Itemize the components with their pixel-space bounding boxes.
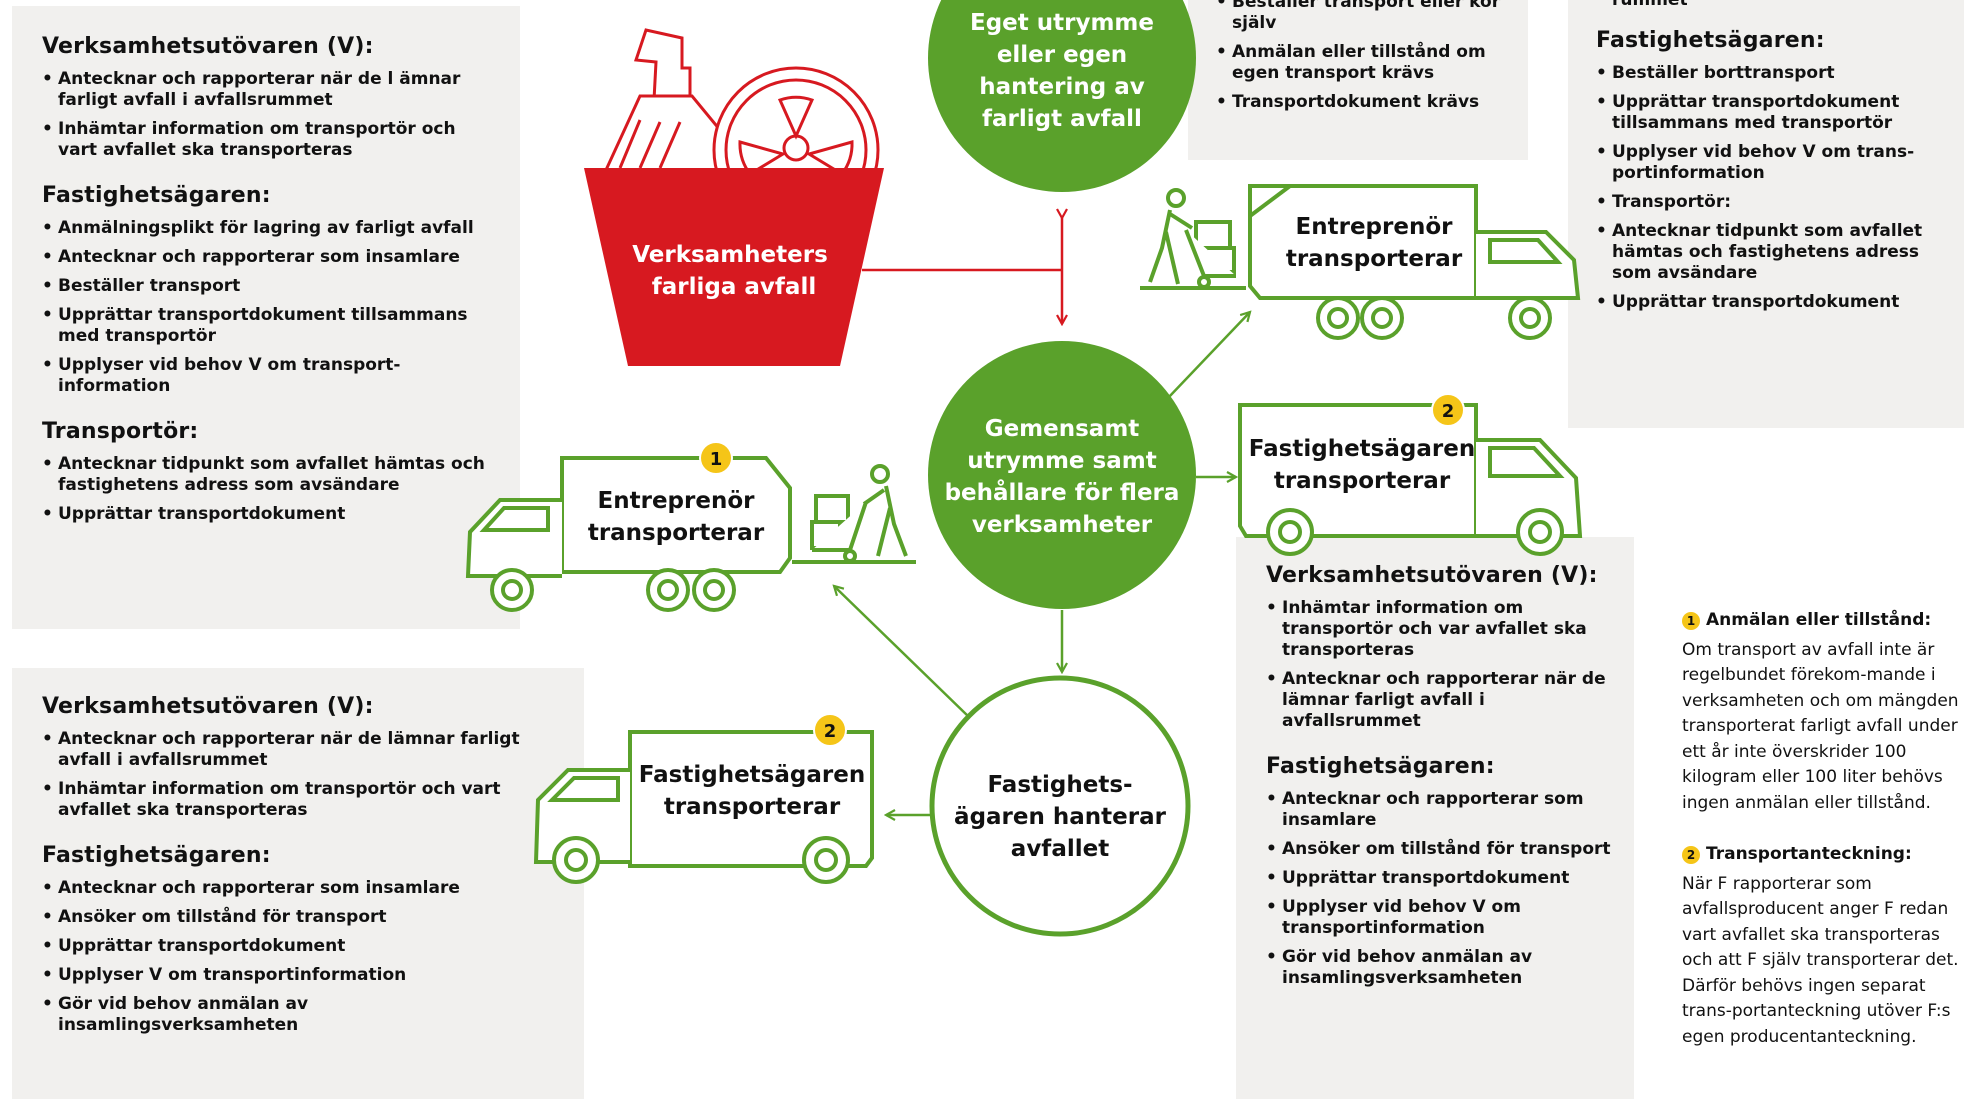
list-item: Upprättar transportdokument (42, 936, 554, 957)
footnotes: 1 Anmälan eller tillstånd: Om transport … (1682, 608, 1964, 1076)
note-2-title-text: Transportanteckning: (1706, 844, 1912, 864)
panel-top-left: Verksamhetsutövaren (V): Antecknar och r… (12, 6, 520, 629)
arrow-to-contractor-top (1167, 312, 1250, 399)
panel-top-mid: Beställer transport eller kör själv Anmä… (1188, 0, 1528, 160)
note-2-title: 2 Transportanteckning: (1682, 842, 1964, 868)
f-list: Beställer borttransport Upprättar transp… (1596, 63, 1944, 313)
note-1-title: 1 Anmälan eller tillstånd: (1682, 608, 1964, 634)
note-1-text: Om transport av avfall inte är regelbund… (1682, 639, 1959, 813)
worker-with-trolley-icon (1148, 188, 1236, 289)
red-bin: Verksamheters farliga avfall (584, 28, 884, 366)
list-item: Inhämtar information om transportör och … (1266, 598, 1616, 661)
list-item: Transportdokument krävs (1216, 92, 1506, 113)
badge-number: 2 (824, 721, 837, 742)
bottle-icon (603, 28, 722, 174)
badge-1-left: 1 (699, 441, 733, 475)
list-item: Ansöker om tillstånd för transport (1266, 839, 1616, 860)
v-list: Antecknar och rapporterar när de l ämnar… (42, 69, 490, 161)
panel-top-right: rummet Fastighetsägaren: Beställer bortt… (1568, 0, 1964, 428)
list-item: Antecknar och rapporterar som insamlare (42, 878, 554, 899)
arrow-to-contractor-left (834, 586, 971, 719)
list-item: Antecknar tidpunkt som avfallet hämtas o… (1596, 221, 1944, 284)
list-item: Anmälan eller tillstånd om egen transpor… (1216, 42, 1506, 84)
list-item: Transportör: (1596, 192, 1944, 213)
own-space-list: Beställer transport eller kör själv Anmä… (1216, 0, 1506, 113)
f-list: Antecknar och rapporterar som insamlare … (1266, 789, 1616, 989)
list-item: Upprättar transportdokument tillsammans … (1596, 92, 1944, 134)
list-item: Upprättar transportdokument tillsammans … (42, 305, 490, 347)
badge-2: 2 (1682, 845, 1700, 864)
list-item: Ansöker om tillstånd för transport (42, 907, 554, 928)
f-title: Fastighetsägaren: (42, 843, 271, 868)
list-item: Beställer transport eller kör själv (1216, 0, 1506, 34)
list-item: Inhämtar information om transportör och … (42, 779, 554, 821)
truck-contractor-top (1140, 184, 1581, 340)
v-list: Antecknar och rapporterar när de lämnar … (42, 729, 554, 821)
list-item: Upprättar transportdokument (1266, 868, 1616, 889)
list-item: Antecknar och rapporterar som insamlare (1266, 789, 1616, 831)
f-list: Anmälningsplikt för lagring av farligt a… (42, 218, 490, 397)
list-item: Anmälningsplikt för lagring av farligt a… (42, 218, 490, 239)
f-title: Fastighetsägaren: (1596, 28, 1825, 53)
v-title: Verksamhetsutövaren (V): (42, 694, 374, 719)
list-item: Beställer borttransport (1596, 63, 1944, 84)
f-title: Fastighetsägaren: (42, 183, 271, 208)
list-item: Antecknar och rapporterar som insamlare (42, 247, 490, 268)
t-title: Transportör: (42, 419, 199, 444)
note-2-text: När F rapporterar som avfallsproducent a… (1682, 873, 1959, 1047)
list-item: Gör vid behov anmälan av insamlingsverks… (1266, 947, 1616, 989)
worker-with-trolley-icon (810, 464, 908, 563)
badge-number: 1 (710, 449, 723, 470)
list-item: Upplyser vid behov V om transportinforma… (1266, 897, 1616, 939)
v-title: Verksamhetsutövaren (V): (42, 34, 374, 59)
list-item: Upplyser vid behov V om transport-inform… (42, 355, 490, 397)
panel-bottom-left: Verksamhetsutövaren (V): Antecknar och r… (12, 668, 584, 1099)
badge-1: 1 (1682, 611, 1700, 630)
top-fragment: rummet (1612, 0, 1688, 10)
red-connectors (862, 218, 1062, 324)
list-item: Antecknar och rapporterar när de lämnar … (1266, 669, 1616, 732)
list-item: Upprättar transportdokument (42, 504, 490, 525)
red-bin-line: farliga avfall (652, 274, 816, 300)
panel-mid-right: Verksamhetsutövaren (V): Inhämtar inform… (1236, 537, 1634, 1099)
badge-2-bottom: 2 (813, 713, 847, 747)
list-item: Upprättar transportdokument (1596, 292, 1944, 313)
v-list: Inhämtar information om transportör och … (1266, 598, 1616, 732)
list-item: Antecknar och rapporterar när de lämnar … (42, 729, 554, 771)
truck-contractor-left (465, 456, 916, 612)
list-item: Beställer transport (42, 276, 490, 297)
badge-2-right: 2 (1431, 393, 1465, 427)
badge-number: 2 (1442, 401, 1455, 422)
red-bin-line: Verksamheters (632, 242, 828, 268)
truck-owner-bottom (533, 730, 874, 884)
green-arrows (834, 312, 1250, 815)
list-item: Antecknar och rapporterar när de l ämnar… (42, 69, 490, 111)
bin-body (584, 168, 884, 366)
list-item: Upplyser V om transportinformation (42, 965, 554, 986)
red-bin-label: Verksamheters farliga avfall (632, 242, 836, 300)
list-item: Gör vid behov anmälan av insamlingsverks… (42, 994, 554, 1036)
list-item: Inhämtar information om transportör och … (42, 119, 490, 161)
f-title: Fastighetsägaren: (1266, 754, 1495, 779)
list-item: Antecknar tidpunkt som avfallet hämtas o… (42, 454, 490, 496)
v-title: Verksamhetsutövaren (V): (1266, 563, 1598, 588)
note-1-title-text: Anmälan eller tillstånd: (1706, 610, 1932, 630)
list-item: Upplyser vid behov V om trans-portinform… (1596, 142, 1944, 184)
t-list: Antecknar tidpunkt som avfallet hämtas o… (42, 454, 490, 525)
truck-owner-right (1238, 403, 1583, 556)
f-list: Antecknar och rapporterar som insamlare … (42, 878, 554, 1036)
